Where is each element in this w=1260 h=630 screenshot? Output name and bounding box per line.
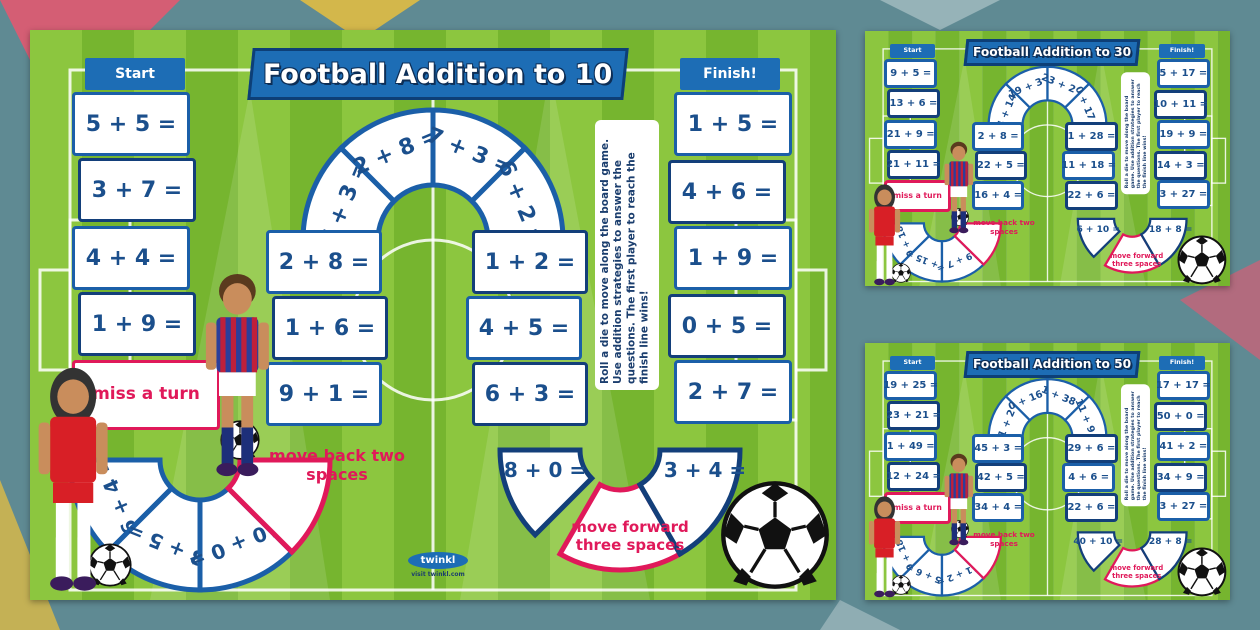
- twinkl-url: visit twinkl.com: [411, 571, 465, 578]
- bottom-right-arc-square: 8 + 0 =: [503, 458, 587, 482]
- move-forward-square: move forward three spaces: [571, 518, 689, 554]
- right-column-square: 10 + 11 =: [1153, 89, 1208, 119]
- instructions-text: Roll a die to move along the board game.…: [1120, 383, 1150, 507]
- right-column-square: 0 + 5 =: [668, 294, 786, 358]
- right-column-square: 14 + 3 =: [1153, 150, 1208, 180]
- middle-right-column-square: 4 + 5 =: [466, 296, 582, 360]
- football-ball-icon: [1177, 547, 1227, 597]
- board-arc-path: 31 + 2 =0 + 16 =1 + 38 =11 + 9 =10 + 18 …: [881, 377, 1188, 597]
- middle-right-column-square: 1 + 28 =: [1065, 121, 1118, 151]
- middle-left-column-square: 2 + 8 =: [266, 230, 382, 294]
- right-column-square: 17 + 17 =: [1156, 371, 1211, 401]
- left-column-square: 12 + 24 =: [886, 461, 941, 491]
- football-ball-icon: [88, 543, 132, 587]
- bottom-right-arc-square: 3 + 4 =: [663, 458, 747, 482]
- right-column-square: 50 + 0 =: [1153, 401, 1208, 431]
- board-arc-path: 7 + 3 =2 + 8 =7 + 3 =6 + 2 =6 + 4 =3 + 5…: [67, 107, 743, 593]
- board-title-banner: Football Addition to 50: [963, 351, 1140, 378]
- instructions-text: Roll a die to move along the board game.…: [1120, 71, 1150, 195]
- right-column-square: 19 + 9 =: [1156, 119, 1211, 149]
- left-column-square: 21 + 9 =: [884, 119, 938, 149]
- move-back-square: move back two spaces: [973, 530, 1035, 548]
- start-label: Start: [85, 58, 185, 90]
- middle-left-column-square: 45 + 3 =: [971, 433, 1025, 463]
- left-column-square: 21 + 11 =: [886, 149, 941, 179]
- footballer-girl-figure: [868, 496, 901, 597]
- right-column-square: 3 + 27 =: [1156, 492, 1211, 522]
- game-board-addition-to-10: 7 + 3 =2 + 8 =7 + 3 =6 + 2 =6 + 4 =3 + 5…: [30, 30, 836, 600]
- move-back-square: move back two spaces: [973, 218, 1035, 236]
- left-column-square: 1 + 9 =: [78, 292, 196, 356]
- twinkl-logo: twinkl visit twinkl.com: [408, 552, 468, 578]
- left-column-square: 19 + 25 =: [883, 371, 938, 401]
- footballer-girl-figure: [38, 367, 108, 591]
- right-column-square: 2 + 7 =: [674, 360, 792, 424]
- football-ball-icon: [1177, 235, 1227, 285]
- board-title-banner: Football Addition to 30: [963, 39, 1140, 66]
- football-ball-icon: [891, 575, 911, 596]
- instructions-text: Roll a die to move along the board game.…: [595, 120, 659, 390]
- board-title: Football Addition to 50: [972, 357, 1131, 372]
- middle-right-column-square: 6 + 3 =: [472, 362, 588, 426]
- middle-left-column-square: 42 + 5 =: [974, 463, 1028, 493]
- finish-label: Finish!: [1159, 355, 1205, 371]
- bottom-right-arc-square: 28 + 8 =: [1148, 536, 1193, 547]
- left-column-square: 5 + 5 =: [72, 92, 190, 156]
- miss-a-turn-square: miss a turn: [72, 360, 220, 430]
- middle-left-column-square: 1 + 6 =: [272, 296, 388, 360]
- football-ball-icon: [721, 481, 829, 589]
- middle-left-column-square: 22 + 5 =: [974, 151, 1028, 181]
- middle-right-column-square: 11 + 18 =: [1061, 151, 1116, 181]
- board-title-banner: Football Addition to 10: [247, 48, 629, 100]
- bottom-right-arc-square: 18 + 8 =: [1148, 224, 1193, 235]
- middle-right-column-square: 29 + 6 =: [1065, 433, 1118, 463]
- move-forward-square: move forward three spaces: [1110, 563, 1164, 581]
- footballer-boy-figure: [944, 453, 974, 545]
- middle-right-column-square: 4 + 6 =: [1062, 463, 1115, 493]
- board-title: Football Addition to 30: [972, 45, 1131, 60]
- middle-left-column-square: 16 + 4 =: [971, 181, 1025, 211]
- right-column-square: 4 + 6 =: [668, 160, 786, 224]
- footballer-girl-figure: [868, 184, 901, 285]
- move-back-square: move back two spaces: [269, 445, 405, 484]
- start-label: Start: [889, 43, 936, 59]
- middle-left-column-square: 9 + 1 =: [266, 362, 382, 426]
- middle-right-column-square: 22 + 6 =: [1065, 181, 1118, 211]
- move-forward-square: move forward three spaces: [1110, 251, 1164, 269]
- bottom-right-arc-square: 6 + 10 =: [1076, 224, 1120, 235]
- finish-label: Finish!: [1159, 43, 1205, 59]
- game-board-addition-to-50: 31 + 2 =0 + 16 =1 + 38 =11 + 9 =10 + 18 …: [865, 343, 1230, 600]
- bottom-right-arc-square: 40 + 10 =: [1073, 536, 1124, 547]
- left-column-square: 23 + 21 =: [886, 400, 941, 430]
- finish-label: Finish!: [680, 58, 780, 90]
- right-column-square: 41 + 2 =: [1156, 431, 1211, 461]
- middle-left-column-square: 34 + 4 =: [971, 493, 1025, 523]
- left-column-square: 9 + 5 =: [884, 59, 938, 89]
- start-label: Start: [889, 355, 936, 371]
- right-column-square: 1 + 9 =: [674, 226, 792, 290]
- game-board-addition-to-30: 14 + 14 =19 + 3 =23 + 2 =0 + 17 =10 + 18…: [865, 31, 1230, 286]
- left-column-square: 3 + 7 =: [78, 158, 196, 222]
- footballer-boy-figure: [944, 141, 974, 233]
- board-title: Football Addition to 10: [263, 58, 613, 90]
- middle-right-column-square: 1 + 2 =: [472, 230, 588, 294]
- football-ball-icon: [891, 263, 911, 284]
- right-column-square: 1 + 5 =: [674, 92, 792, 156]
- right-column-square: 3 + 27 =: [1156, 180, 1211, 210]
- right-column-square: 34 + 9 =: [1153, 462, 1208, 492]
- twinkl-logo-text: twinkl: [408, 552, 468, 569]
- middle-left-column-square: 2 + 8 =: [971, 121, 1025, 151]
- middle-right-column-square: 22 + 6 =: [1065, 493, 1118, 523]
- right-column-square: 5 + 17 =: [1156, 59, 1211, 89]
- footballer-boy-figure: [205, 273, 269, 477]
- left-column-square: 1 + 49 =: [884, 431, 938, 461]
- left-column-square: 4 + 4 =: [72, 226, 190, 290]
- left-column-square: 13 + 6 =: [886, 88, 941, 118]
